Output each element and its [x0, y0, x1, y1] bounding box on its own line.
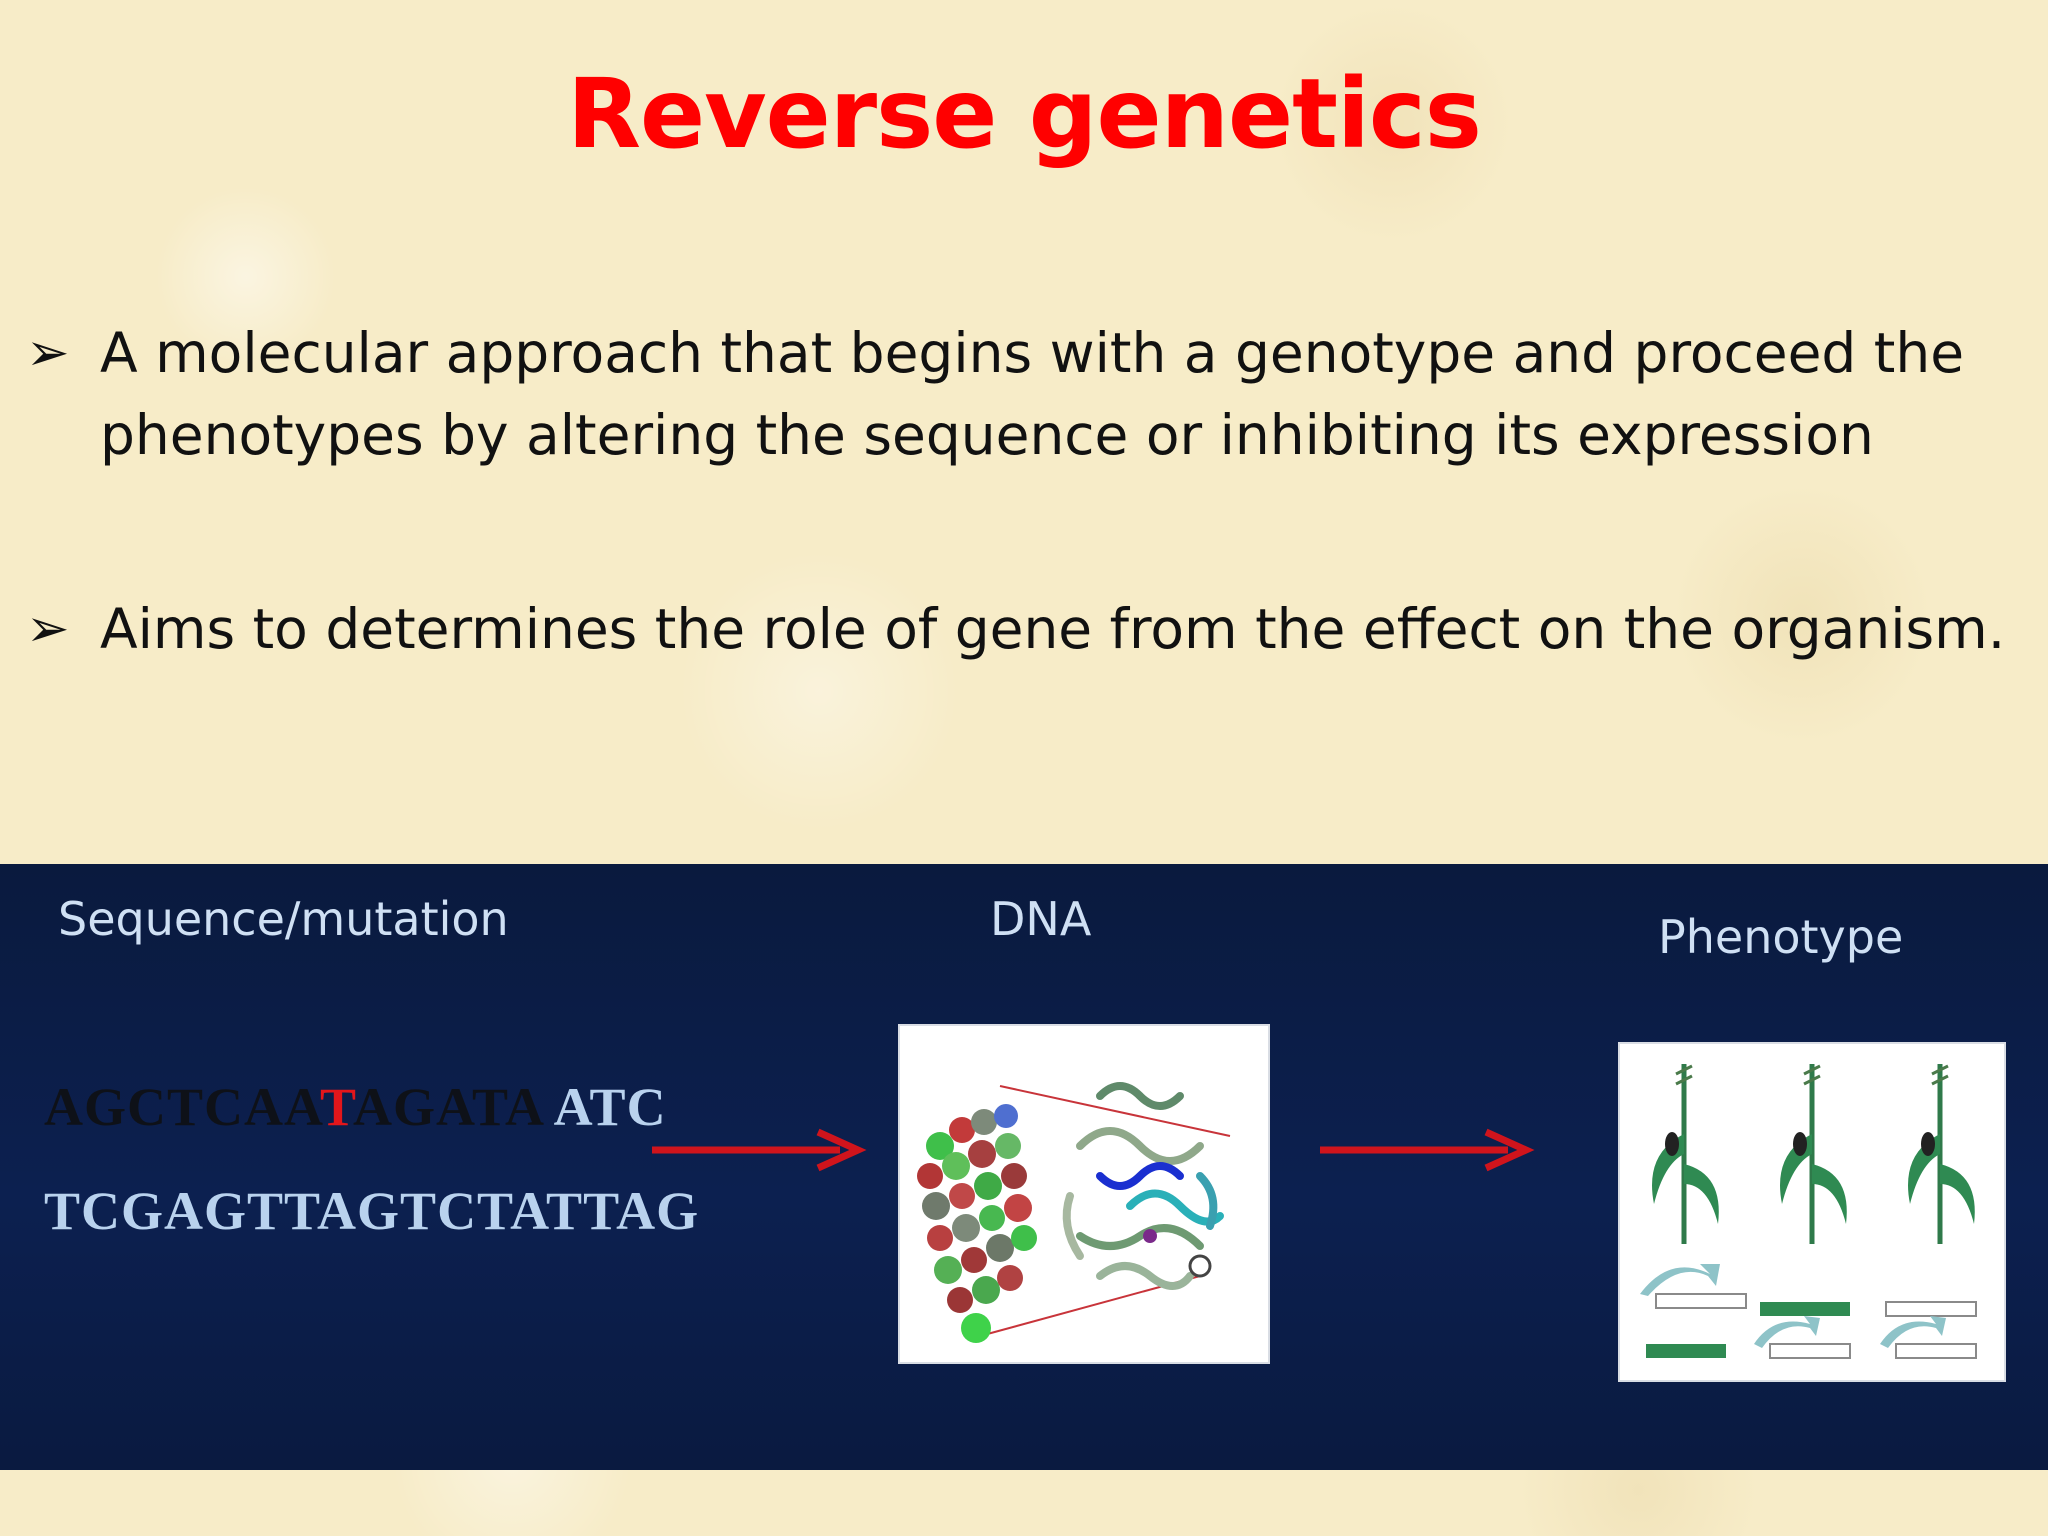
slide-title: Reverse genetics: [567, 58, 1482, 170]
sequence-part: AGATA: [353, 1077, 543, 1137]
sequence-part: ATC: [542, 1077, 667, 1137]
sequence-strand-top: AGCTCAATAGATA ATC: [44, 1076, 667, 1138]
bullet-text-1: A molecular approach that begins with a …: [100, 321, 1965, 467]
reverse-genetics-diagram: Sequence/mutation DNA Phenotype AGCTCAAT…: [0, 864, 2048, 1470]
bullet-text-2: Aims to determines the role of gene from…: [100, 597, 2006, 661]
right-arrow-icon: [1320, 1128, 1535, 1172]
right-arrow-icon: [652, 1128, 867, 1172]
phenotype-plants-image: [1618, 1042, 2006, 1382]
bullet-item-1: ➢ A molecular approach that begins with …: [26, 312, 2036, 476]
protein-structure-image: [898, 1024, 1270, 1364]
protein-model-icon: [917, 1082, 1231, 1343]
arrow-bullet-icon: ➢: [26, 323, 70, 383]
bullet-item-2: ➢ Aims to determines the role of gene fr…: [26, 588, 2036, 670]
sequence-strand-bottom: TCGAGTTAGTCTATTAG: [44, 1181, 700, 1241]
sequence-part: AGCTCAA: [44, 1077, 320, 1137]
mutation-base: T: [320, 1077, 354, 1137]
arrow-bullet-icon: ➢: [26, 599, 70, 659]
sequence-mutation-label: Sequence/mutation: [58, 892, 509, 946]
maize-plant-icon: [1640, 1064, 1977, 1359]
phenotype-label: Phenotype: [1658, 910, 1904, 964]
dna-label: DNA: [990, 892, 1092, 946]
